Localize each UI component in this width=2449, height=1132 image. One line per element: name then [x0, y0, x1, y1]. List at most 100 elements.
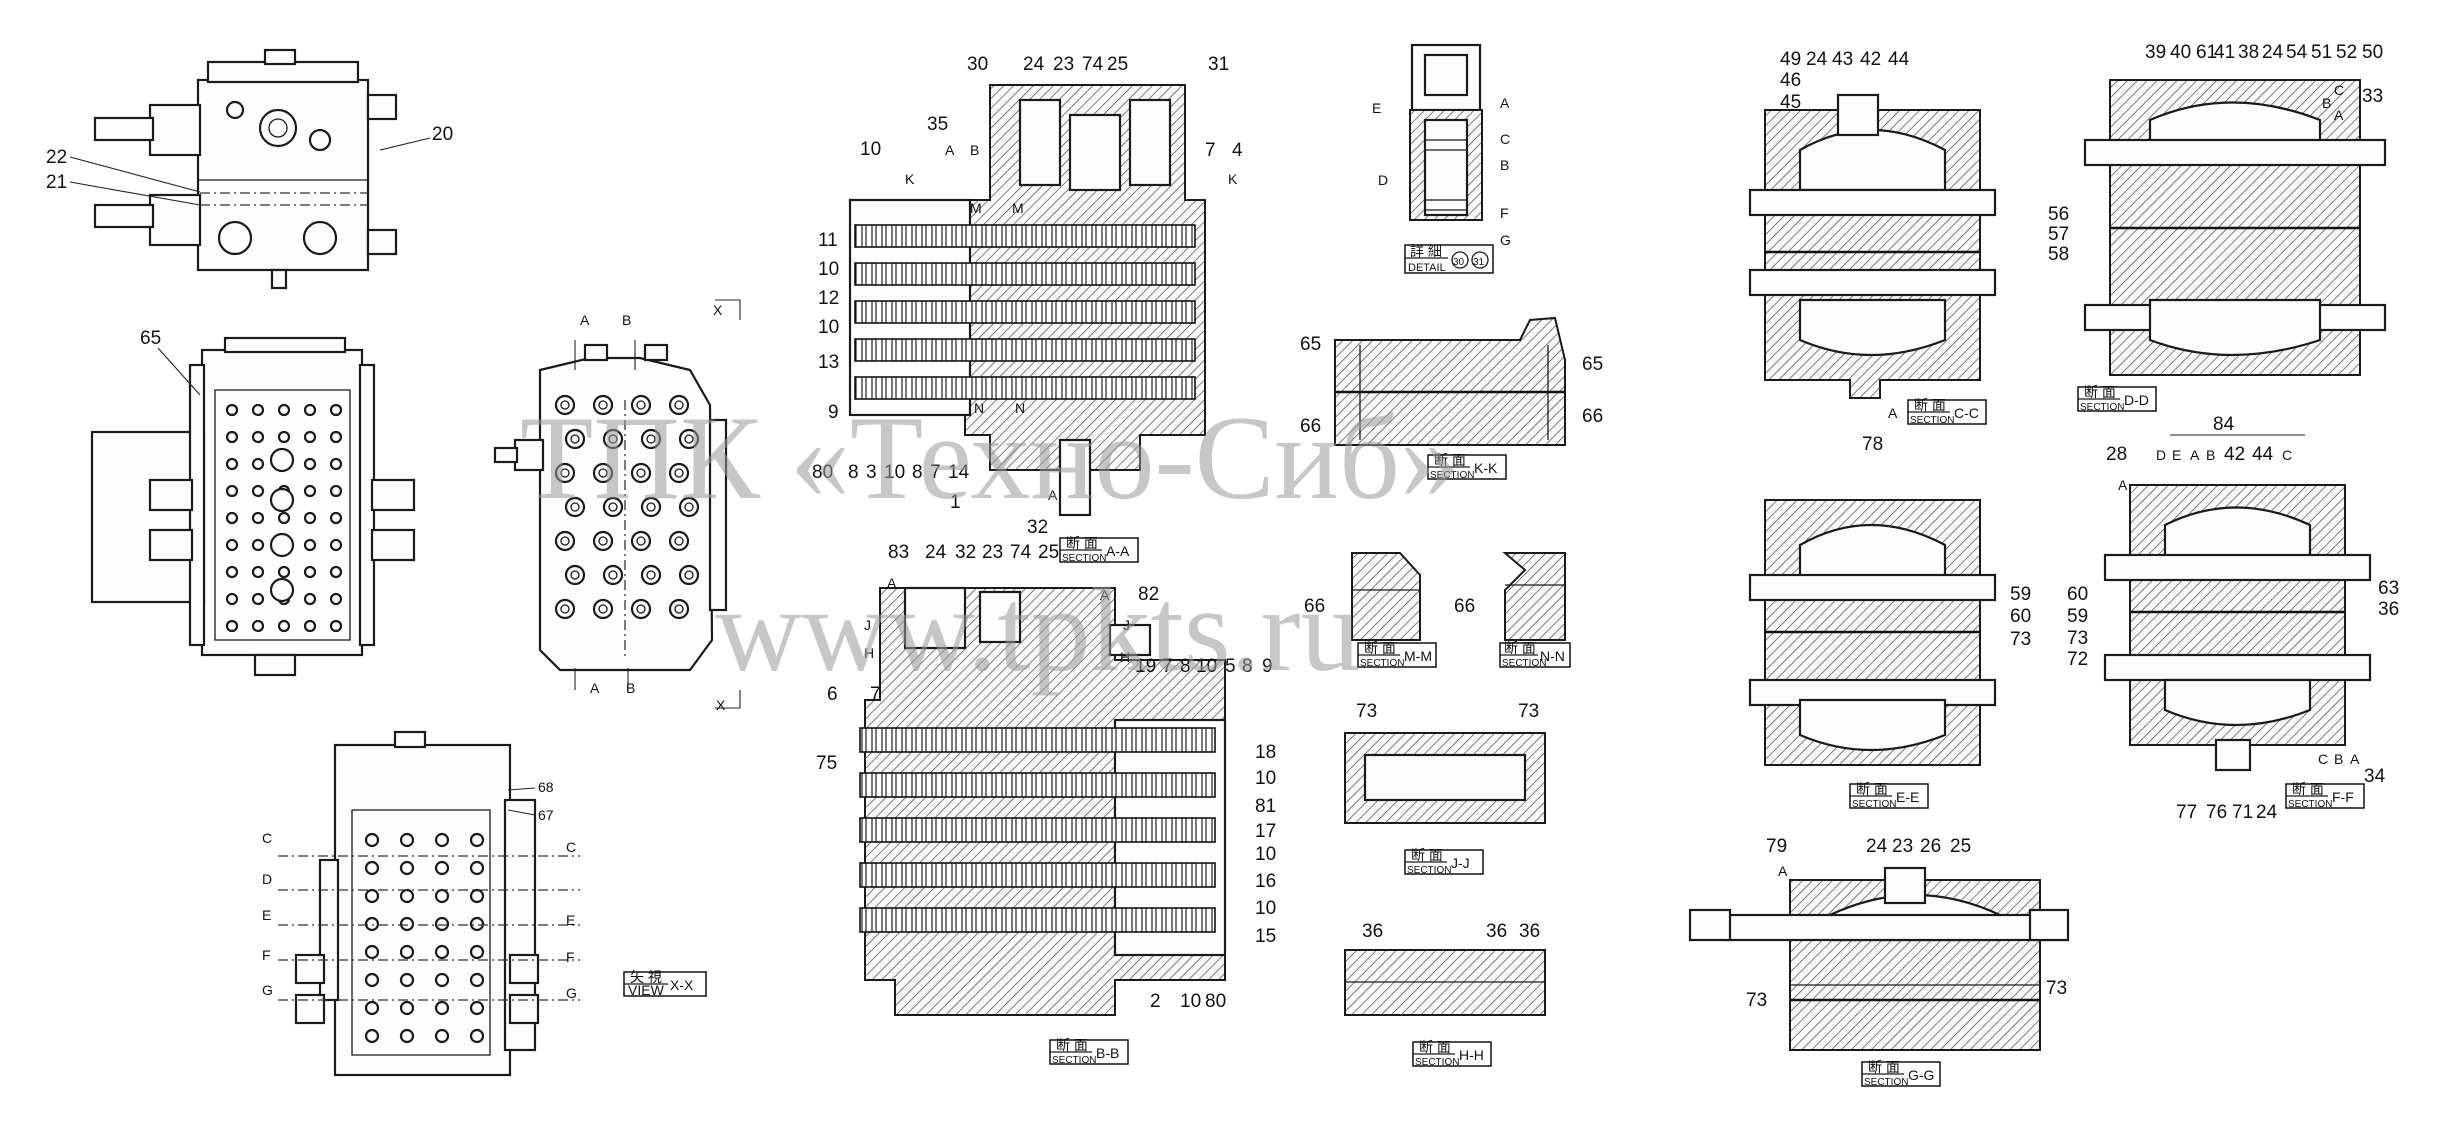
- callout-detail-f: F: [1500, 205, 1509, 221]
- callout-xx-c: C: [262, 830, 272, 846]
- svg-text:G-G: G-G: [1908, 1067, 1934, 1083]
- port-hole: [554, 598, 576, 620]
- port-hole-inner: [560, 604, 570, 614]
- callout-1: 1: [950, 492, 961, 513]
- callout-80: 80: [812, 462, 833, 483]
- port-hole: [399, 860, 415, 876]
- port-hole: [469, 972, 485, 988]
- watermark: ТПК «Техно-Сиб» www.tpkts.ru: [520, 391, 1460, 696]
- port-hole: [434, 1000, 450, 1016]
- callout-32b: 32: [955, 542, 976, 563]
- port-hole: [469, 1028, 485, 1044]
- port-hole: [364, 832, 380, 848]
- port-hole-inner: [684, 434, 694, 444]
- port-hole: [434, 944, 450, 960]
- callout-10b: 10: [818, 259, 839, 280]
- callout-17: 17: [1255, 821, 1276, 842]
- bolt-head: [269, 487, 295, 513]
- callout-23b: 23: [982, 542, 1003, 563]
- callout-65b: 65: [1300, 334, 1321, 355]
- port-hole: [602, 428, 624, 450]
- section-nn: 66 断 面 SECTION N-N: [1454, 552, 1571, 669]
- callout-50: 50: [2362, 42, 2383, 63]
- svg-text:SECTION: SECTION: [1415, 1057, 1459, 1068]
- port-hole-inner: [674, 536, 684, 546]
- callout-28: 28: [2106, 444, 2127, 465]
- port-hole: [434, 1028, 450, 1044]
- svg-text:断 面: 断 面: [1419, 1039, 1451, 1055]
- top-view: 20 22 21: [46, 48, 453, 290]
- callout-aa-m-right: M: [1012, 200, 1024, 216]
- callout-xx-g: G: [262, 982, 273, 998]
- port-hole: [630, 462, 652, 484]
- svg-text:30: 30: [1453, 257, 1465, 268]
- callout-84: 84: [2213, 414, 2235, 435]
- callout-10: 10: [860, 139, 881, 160]
- port-hole: [668, 462, 690, 484]
- port-hole: [329, 457, 343, 471]
- section-gg: 79 A 24 23 26 25 73 73 断 面 SECTION G-G: [1688, 836, 2070, 1088]
- port-hole: [329, 484, 343, 498]
- caption-detail: 詳 細 DETAIL 30 31: [1404, 243, 1494, 274]
- port-hole: [630, 530, 652, 552]
- port-hole: [592, 462, 614, 484]
- port-hole-inner: [674, 604, 684, 614]
- callout-71: 71: [2232, 802, 2253, 823]
- port-hole: [303, 538, 317, 552]
- port-hole: [251, 592, 265, 606]
- callout-24e: 24: [2256, 802, 2278, 823]
- callout-68: 68: [538, 779, 554, 795]
- svg-text:断 面: 断 面: [1914, 397, 1946, 413]
- port-hole: [277, 511, 291, 525]
- callout-aa-m-left: M: [970, 200, 982, 216]
- port-hole: [364, 860, 380, 876]
- port-hole-inner: [570, 502, 580, 512]
- bolt-head: [269, 447, 295, 473]
- port-hole: [303, 403, 317, 417]
- port-hole: [434, 860, 450, 876]
- svg-text:X-X: X-X: [670, 977, 694, 993]
- callout-xx-c-right: C: [566, 839, 576, 855]
- port-hole: [329, 538, 343, 552]
- callout-33: 33: [2362, 86, 2383, 107]
- port-hole: [225, 619, 239, 633]
- callout-81: 81: [1255, 796, 1276, 817]
- section-mm: 66 断 面 SECTION M-M: [1304, 552, 1437, 669]
- spool: [859, 772, 1216, 798]
- port-hole: [364, 1028, 380, 1044]
- port-hole-inner: [674, 400, 684, 410]
- callout-xx-f-right: F: [566, 949, 575, 965]
- port-hole-inner: [646, 502, 656, 512]
- caption-view-xx: 矢 視 VIEW X-X: [623, 969, 707, 998]
- svg-text:SECTION: SECTION: [1430, 470, 1474, 481]
- port-hole: [277, 430, 291, 444]
- callout-dd-a: A: [2334, 107, 2344, 123]
- port-hole-inner: [684, 570, 694, 580]
- callout-10i: 10: [1180, 991, 1201, 1012]
- callout-36d: 36: [2378, 599, 2399, 620]
- callout-66c: 66: [1304, 596, 1325, 617]
- section-bb: 83 24 32 23 74 25 A J H A 82 J H 19 7 8 …: [816, 542, 1276, 1066]
- port-hole: [469, 832, 485, 848]
- port-hole: [277, 619, 291, 633]
- caption-section-dd: 断 面 SECTION D-D: [2077, 384, 2157, 413]
- port-hole: [364, 916, 380, 932]
- port-hole: [225, 592, 239, 606]
- callout-66d: 66: [1454, 596, 1475, 617]
- callout-51: 51: [2311, 42, 2332, 63]
- callout-7: 7: [1205, 140, 1216, 161]
- port-hole: [399, 944, 415, 960]
- callout-side-x-bottom: X: [716, 697, 726, 713]
- callout-ff-a-bottom: A: [2350, 751, 2360, 767]
- caption-section-cc: 断 面 SECTION C-C: [1907, 397, 1987, 426]
- port-hole: [668, 394, 690, 416]
- callout-73c: 73: [2010, 629, 2031, 650]
- callout-24c: 24: [1806, 49, 1828, 70]
- caption-section-kk: 断 面 SECTION K-K: [1427, 452, 1507, 481]
- section-hh: 36 36 36 断 面 SECTION H-H: [1344, 921, 1546, 1068]
- callout-24: 24: [1023, 54, 1045, 75]
- callout-7c: 7: [1162, 656, 1173, 677]
- port-hole: [592, 530, 614, 552]
- callout-73: 73: [1356, 701, 1377, 722]
- callout-7d: 7: [870, 684, 881, 705]
